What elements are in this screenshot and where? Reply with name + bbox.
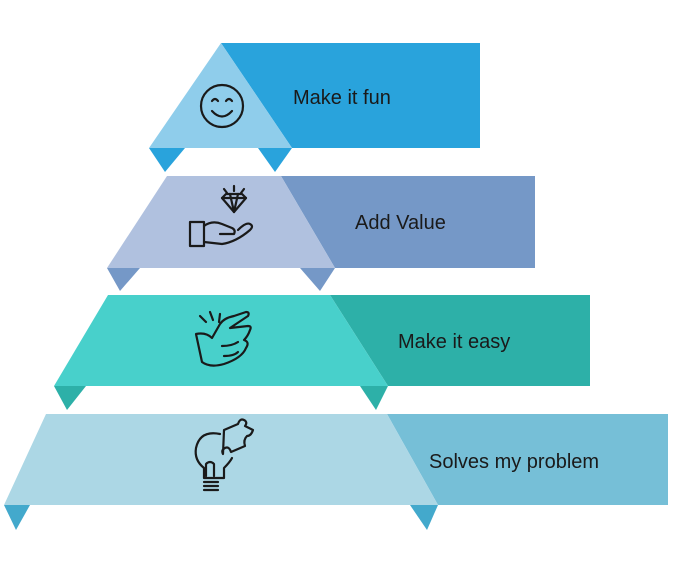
- tier-trapezoid: [107, 176, 335, 268]
- tier-tab-right: [300, 268, 335, 291]
- tier-solves-my-problem: Solves my problem: [4, 414, 668, 530]
- tier-trapezoid: [4, 414, 438, 505]
- tier-bar: [281, 176, 535, 268]
- tier-label: Solves my problem: [429, 451, 599, 473]
- tier-add-value: Add Value: [107, 176, 535, 291]
- tier-tab-right: [410, 505, 438, 530]
- tier-make-it-fun: Make it fun: [149, 43, 480, 172]
- tier-bar: [387, 414, 668, 505]
- tier-tab-right: [360, 386, 388, 410]
- tier-trapezoid: [54, 295, 388, 386]
- tier-bar: [330, 295, 590, 386]
- diamond-in-hand-icon: [188, 184, 254, 248]
- tier-label: Make it fun: [293, 87, 391, 109]
- tier-trapezoid: [149, 43, 292, 148]
- tier-label: Add Value: [355, 212, 446, 234]
- tier-label: Make it easy: [398, 331, 510, 353]
- tier-tab-left: [54, 386, 86, 410]
- tier-make-it-easy: Make it easy: [54, 295, 590, 410]
- tier-tab-left: [4, 505, 30, 530]
- tier-tab-right: [258, 148, 292, 172]
- lightbulb-puzzle-icon: [194, 418, 255, 492]
- smiley-face-icon: [199, 83, 245, 129]
- tier-tab-left: [107, 268, 140, 291]
- tier-tab-left: [149, 148, 185, 172]
- snapping-fingers-icon: [194, 310, 252, 367]
- tier-bar: [221, 43, 480, 148]
